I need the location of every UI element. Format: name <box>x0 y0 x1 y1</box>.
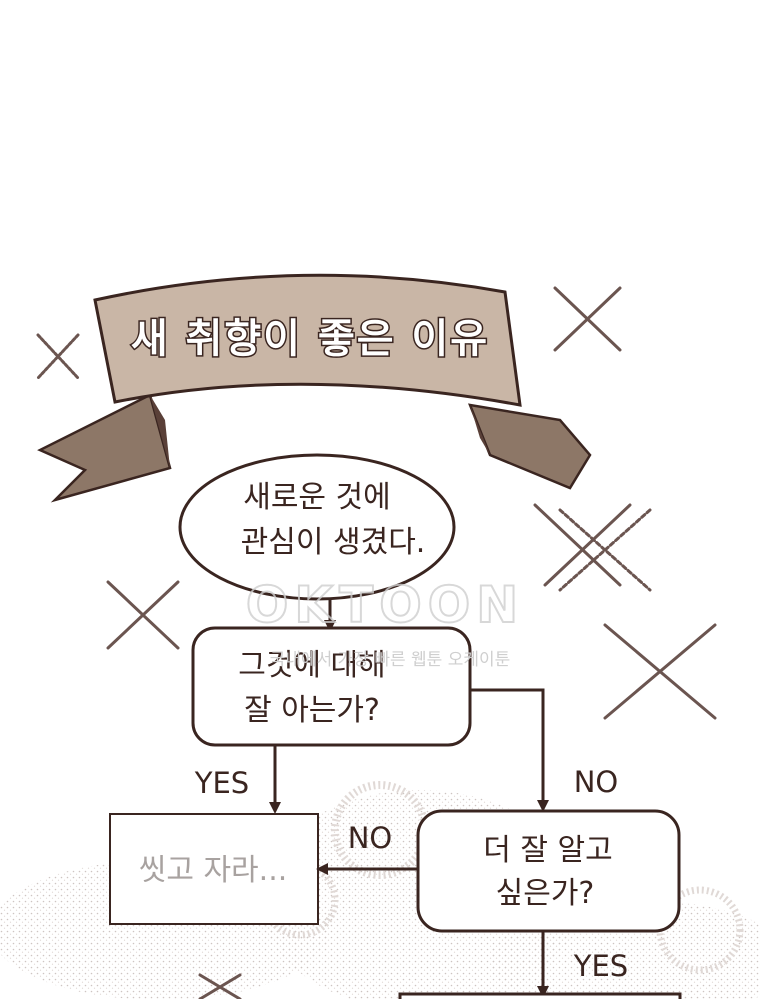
title-ribbon: 새 취향이 좋은 이유 <box>37 273 592 503</box>
watermark-tagline: 국내에서 가장 빠른 웹툰 오케이툰 <box>270 650 511 670</box>
node-start-line2: 관심이 생겼다. <box>241 525 426 560</box>
edge-label-q2-yes: YES <box>573 949 628 983</box>
watermark-logo: OKTOON <box>246 576 524 634</box>
node-question1: 그것에 대해 잘 아는가? <box>191 626 472 747</box>
node-sleep: 씻고 자라... <box>109 813 319 925</box>
edge-label-q2-no: NO <box>348 821 393 855</box>
node-sleep-text: 씻고 자라... <box>139 853 288 888</box>
node-question1-line2: 잘 아는가? <box>244 693 380 728</box>
node-question2-line1: 더 잘 알고 <box>483 833 612 868</box>
watermark: OKTOON 국내에서 가장 빠른 웹툰 오케이툰 <box>245 575 524 670</box>
node-next-partial <box>398 992 682 999</box>
edge-q1-no <box>470 688 549 812</box>
node-start: 새로운 것에 관심이 생겼다. <box>178 453 456 601</box>
banner-title: 새 취향이 좋은 이유 <box>131 316 489 362</box>
node-start-line1: 새로운 것에 <box>243 480 391 515</box>
node-question1-line1: 그것에 대해 <box>238 648 386 683</box>
edge-label-q1-no: NO <box>574 765 619 799</box>
node-question2: 더 잘 알고 싶은가? <box>416 809 681 933</box>
node-question2-line2: 싶은가? <box>496 876 595 911</box>
sparkle-icon <box>36 286 717 999</box>
edge-label-q1-yes: YES <box>194 766 249 800</box>
